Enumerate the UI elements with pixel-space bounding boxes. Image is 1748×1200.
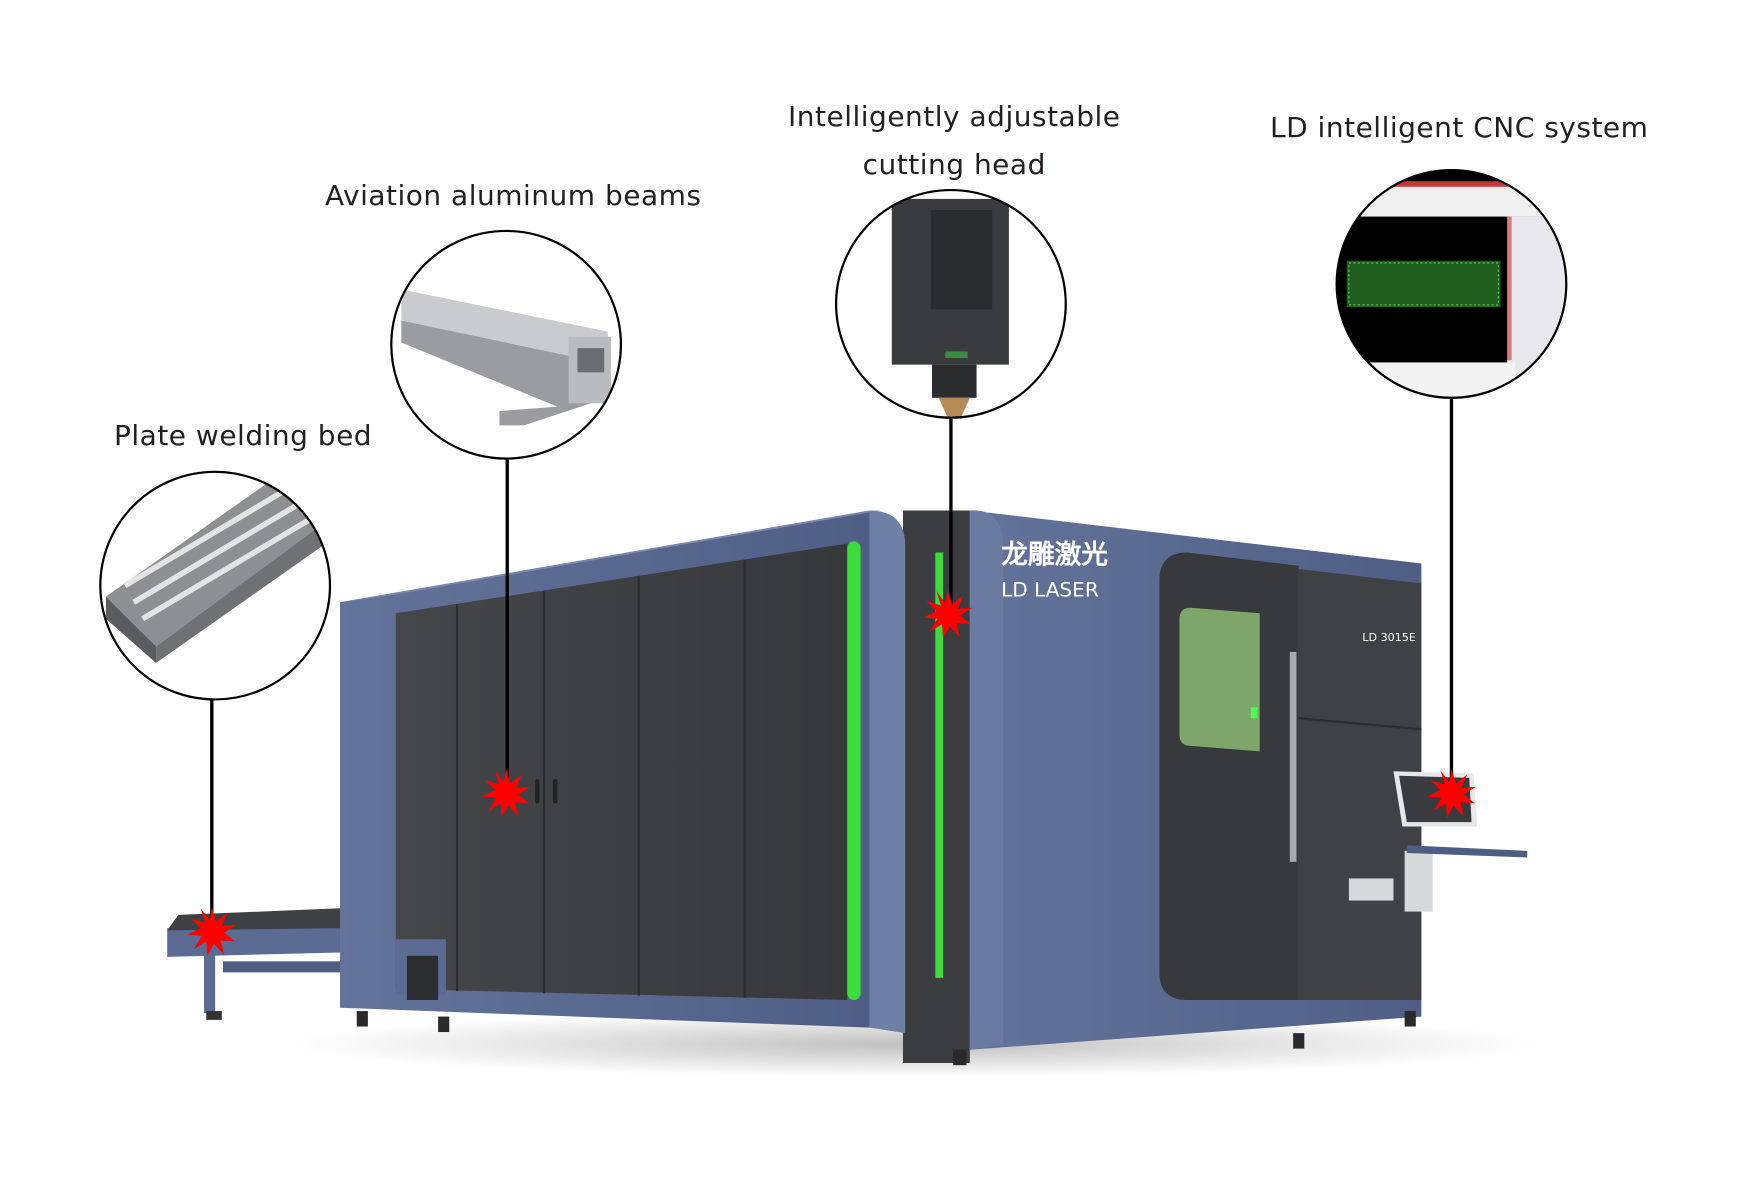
callout-circle-cnc	[1335, 169, 1568, 399]
callout-circle-bed	[99, 470, 332, 701]
callout-circle-head	[834, 188, 1067, 419]
label-cutting-head-line2: cutting head	[862, 147, 1046, 181]
callout-circle-beam	[390, 229, 623, 460]
svg-text:龙雕激光: 龙雕激光	[1001, 540, 1108, 571]
label-cutting-head-line1: Intelligently adjustable	[788, 100, 1121, 133]
svg-text:LD 3015E: LD 3015E	[1362, 631, 1416, 644]
label-plate-welding-bed: Plate welding bed	[114, 419, 373, 452]
label-cutting-head: Intelligently adjustable cutting head	[788, 93, 1120, 188]
feed-table	[167, 908, 341, 1020]
svg-text:LD LASER: LD LASER	[1001, 578, 1099, 602]
label-aviation-aluminum-beams: Aviation aluminum beams	[325, 179, 702, 212]
label-cnc-system: LD intelligent CNC system	[1270, 111, 1649, 144]
